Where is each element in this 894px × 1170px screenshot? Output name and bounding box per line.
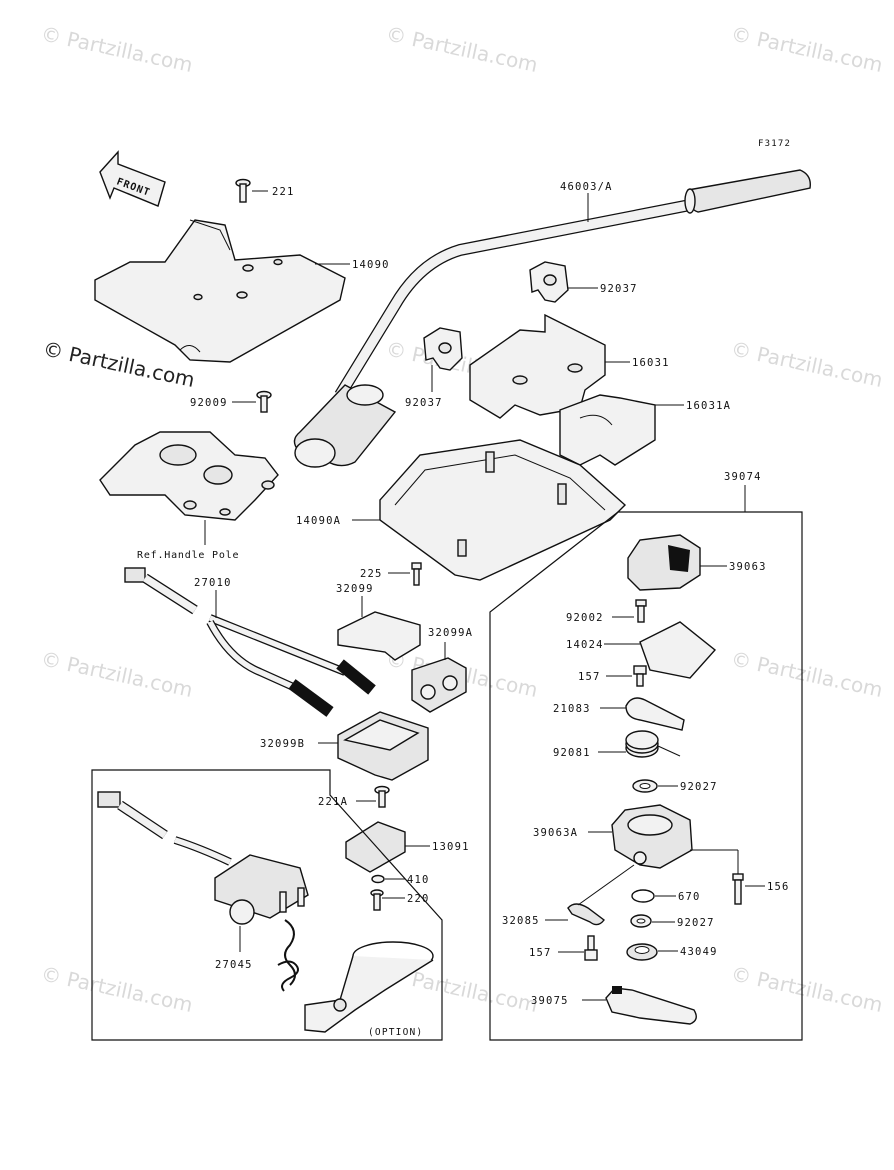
- label-92081: 92081: [553, 747, 591, 759]
- ref-note: Ref.Handle Pole: [137, 550, 239, 561]
- front-arrow-icon: FRONT: [99, 150, 166, 207]
- screw-221a: [356, 785, 390, 808]
- watermark: © Partzilla.com: [39, 646, 195, 702]
- label-16031: 16031: [632, 357, 670, 369]
- clamp-92037-lower: [423, 327, 463, 392]
- label-46003a: 46003/A: [560, 181, 613, 193]
- label-92027-lower: 92027: [677, 917, 715, 929]
- screw-225: [388, 562, 422, 586]
- label-32099b: 32099B: [260, 738, 305, 750]
- option-label: (OPTION): [368, 1027, 423, 1038]
- label-157-upper: 157: [578, 671, 601, 683]
- label-13091: 13091: [432, 841, 470, 853]
- label-92037-upper: 92037: [600, 283, 638, 295]
- label-410: 410: [407, 874, 430, 886]
- holder-16031: [469, 313, 630, 419]
- option-box: [91, 769, 443, 1041]
- label-39075: 39075: [531, 995, 569, 1007]
- right-grip: [684, 169, 811, 214]
- label-32099a: 32099A: [428, 627, 473, 639]
- housing-39063a: [588, 804, 693, 869]
- label-670: 670: [678, 891, 701, 903]
- washer-92027-upper: [632, 779, 678, 793]
- label-27045: 27045: [215, 959, 253, 971]
- label-39063: 39063: [729, 561, 767, 573]
- cable-27010: [124, 567, 376, 717]
- label-39074: 39074: [724, 471, 762, 483]
- label-221: 221: [272, 186, 295, 198]
- figure-code: F3172: [758, 139, 791, 149]
- holder-16031a: [559, 394, 684, 466]
- lever-21083: [600, 697, 685, 731]
- watermark: © Partzilla.com: [729, 646, 885, 702]
- label-157-lower: 157: [529, 947, 552, 959]
- bolt-157-lower: [558, 935, 598, 961]
- washer-410: [371, 874, 405, 884]
- bolt-157-upper: [606, 665, 647, 687]
- label-32085: 32085: [502, 915, 540, 927]
- bracket-13091: [345, 821, 430, 873]
- link-32085: [545, 864, 635, 926]
- screw-221: [235, 178, 268, 203]
- watermark: © Partzilla.com: [39, 961, 195, 1017]
- watermark: © Partzilla.com: [729, 336, 885, 392]
- watermark: © Partzilla.com: [39, 21, 195, 77]
- label-43049: 43049: [680, 946, 718, 958]
- cover-14090: [94, 219, 350, 363]
- housing-32099b: [318, 711, 429, 781]
- spring-92081: [598, 730, 681, 758]
- label-14024: 14024: [566, 639, 604, 651]
- handle-pole-plate: [99, 431, 279, 545]
- label-16031a: 16031A: [686, 400, 731, 412]
- label-32099: 32099: [336, 583, 374, 595]
- label-92009: 92009: [190, 397, 228, 409]
- watermark: © Partzilla.com: [729, 961, 885, 1017]
- watermark: © Partzilla.com: [729, 21, 885, 77]
- label-14090a: 14090A: [296, 515, 341, 527]
- label-27010: 27010: [194, 577, 232, 589]
- label-92002: 92002: [566, 612, 604, 624]
- label-21083: 21083: [553, 703, 591, 715]
- bolt-156: [690, 849, 765, 905]
- throttle-lever-39075: [582, 986, 697, 1025]
- label-14090: 14090: [352, 259, 390, 271]
- switch-32099a: [411, 642, 467, 713]
- label-39063a: 39063A: [533, 827, 578, 839]
- cap-39063: [627, 534, 727, 591]
- gasket-14024: [604, 621, 717, 679]
- seal-43049: [626, 943, 678, 961]
- left-grip: [293, 384, 397, 468]
- label-92037-lower: 92037: [405, 397, 443, 409]
- clamp-92037-upper: [529, 261, 598, 303]
- assembly-box-39074: [489, 511, 803, 1041]
- label-225: 225: [360, 568, 383, 580]
- label-156: 156: [767, 881, 790, 893]
- washer-92027-lower: [630, 914, 675, 928]
- handlebar-46003a: [293, 169, 811, 468]
- screw-92002: [612, 599, 647, 623]
- watermark: © Partzilla.com: [384, 21, 540, 77]
- label-92027-upper: 92027: [680, 781, 718, 793]
- label-220: 220: [407, 893, 430, 905]
- lanyard-clamp: [277, 919, 434, 1033]
- switch-27045: [97, 791, 309, 952]
- screw-220: [370, 889, 405, 911]
- screw-92009: [232, 390, 272, 413]
- plate-32099: [337, 596, 421, 661]
- o-ring-670: [631, 889, 676, 903]
